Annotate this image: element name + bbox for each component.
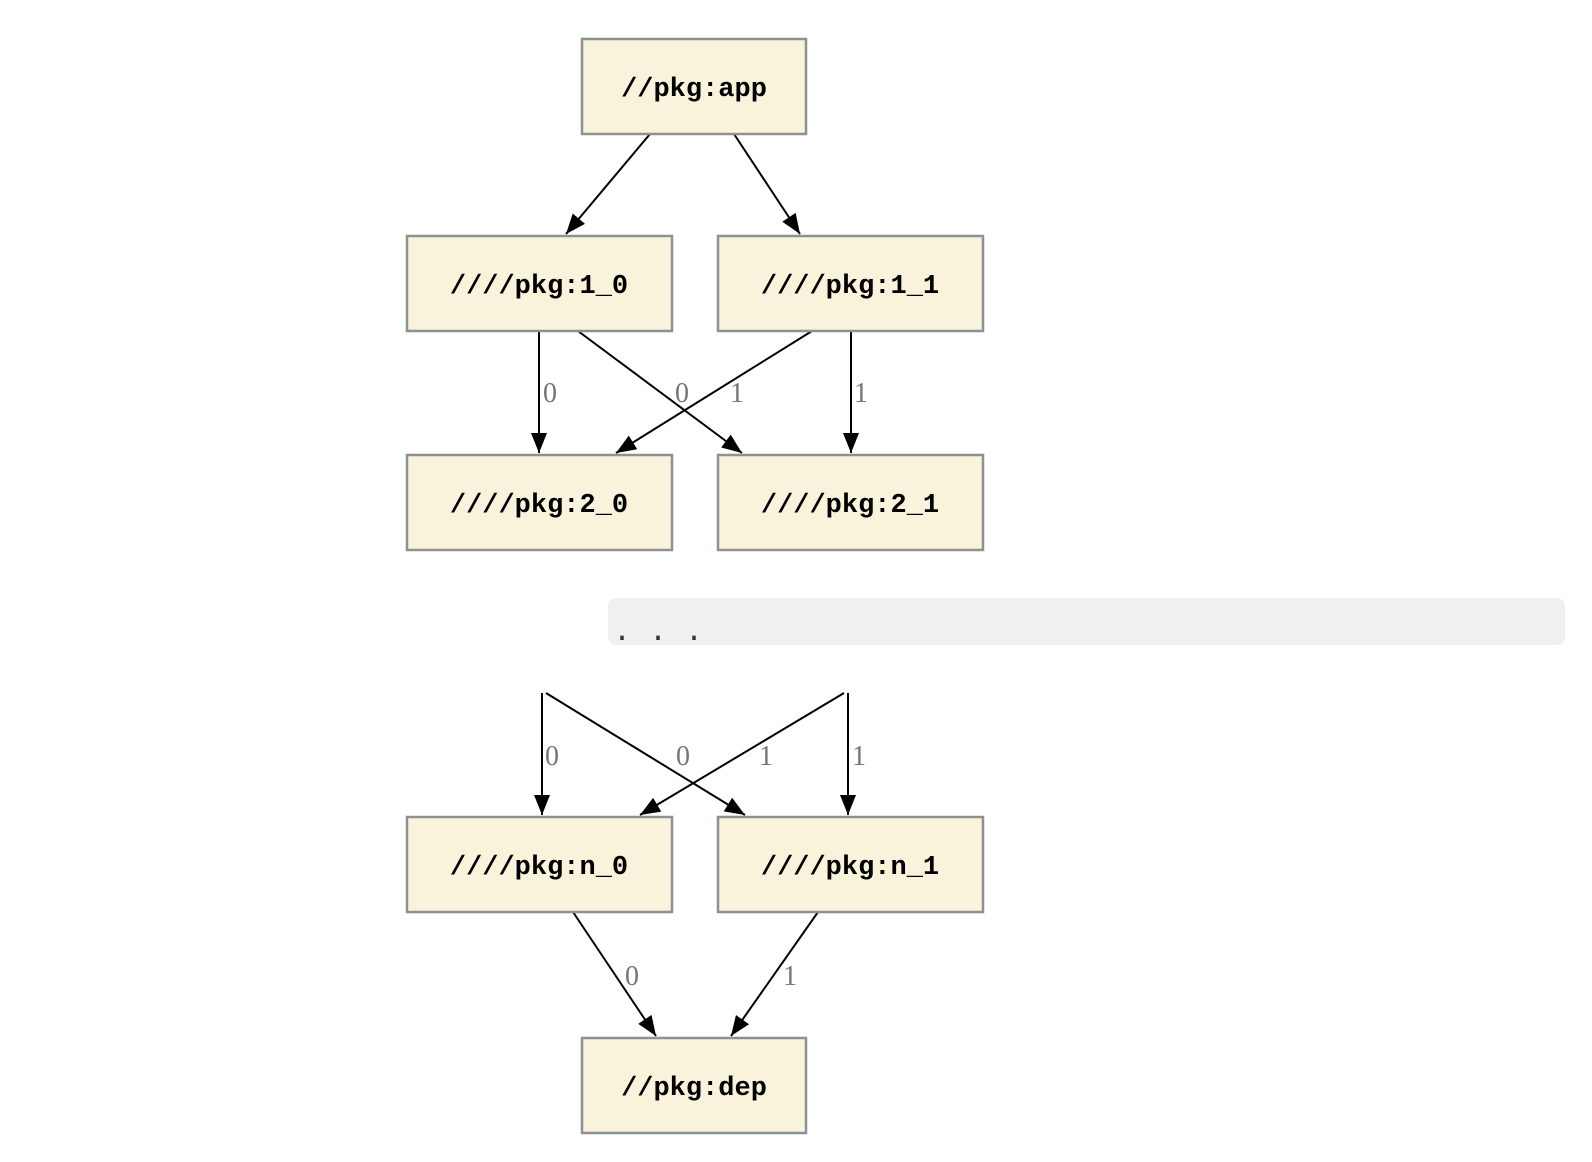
edge-label: 1 — [759, 741, 773, 772]
node-box — [716, 453, 985, 552]
node-box — [405, 815, 674, 914]
node-box — [580, 1036, 808, 1135]
node-label: ////pkg:1_1 — [761, 272, 939, 302]
edge-label: 0 — [625, 961, 639, 992]
edge-app-to-1_1 — [733, 133, 801, 235]
edge-omitted-left-to-n_1 — [545, 692, 746, 816]
node-label: ////pkg:1_0 — [450, 272, 628, 302]
edge-label: 1 — [783, 961, 797, 992]
edge-n_1-to-dep — [730, 911, 819, 1037]
node-pkg-n_1: ////pkg:n_1 — [716, 815, 985, 914]
edge-label: 1 — [852, 741, 866, 772]
node-label: ////pkg:n_1 — [761, 853, 939, 883]
node-label: ////pkg:2_0 — [450, 491, 628, 521]
edge-1_0-to-2_1 — [577, 330, 743, 454]
node-pkg-2_1: ////pkg:2_1 — [716, 453, 985, 552]
node-label: ////pkg:2_1 — [761, 491, 939, 521]
edge-label: 0 — [675, 378, 689, 409]
node-box — [405, 234, 674, 333]
ellipsis-band: . . . — [608, 598, 1565, 650]
node-box — [716, 815, 985, 914]
node-box — [580, 37, 808, 136]
node-box — [716, 234, 985, 333]
ellipsis-text: . . . — [613, 616, 703, 650]
node-label: //pkg:dep — [621, 1074, 767, 1104]
node-label: //pkg:app — [621, 75, 767, 105]
edge-omitted-right-to-n_0 — [639, 692, 845, 816]
node-pkg-1_1: ////pkg:1_1 — [716, 234, 985, 333]
edge-labels: 0 0 1 1 0 0 1 1 0 1 — [543, 378, 868, 992]
edge-label: 1 — [730, 378, 744, 409]
edge-label: 0 — [676, 741, 690, 772]
ellipsis-band-background — [608, 598, 1565, 645]
node-pkg-dep: //pkg:dep — [580, 1036, 808, 1135]
node-label: ////pkg:n_0 — [450, 853, 628, 883]
node-pkg-2_0: ////pkg:2_0 — [405, 453, 674, 552]
node-box — [405, 453, 674, 552]
edge-label: 1 — [854, 378, 868, 409]
edge-n_0-to-dep — [572, 911, 657, 1037]
edges — [531, 133, 859, 1037]
node-pkg-1_0: ////pkg:1_0 — [405, 234, 674, 333]
node-pkg-n_0: ////pkg:n_0 — [405, 815, 674, 914]
edge-label: 0 — [545, 741, 559, 772]
edge-1_1-to-2_0 — [615, 330, 813, 454]
edge-app-to-1_0 — [565, 133, 651, 235]
edge-label: 0 — [543, 378, 557, 409]
node-pkg-app: //pkg:app — [580, 37, 808, 136]
